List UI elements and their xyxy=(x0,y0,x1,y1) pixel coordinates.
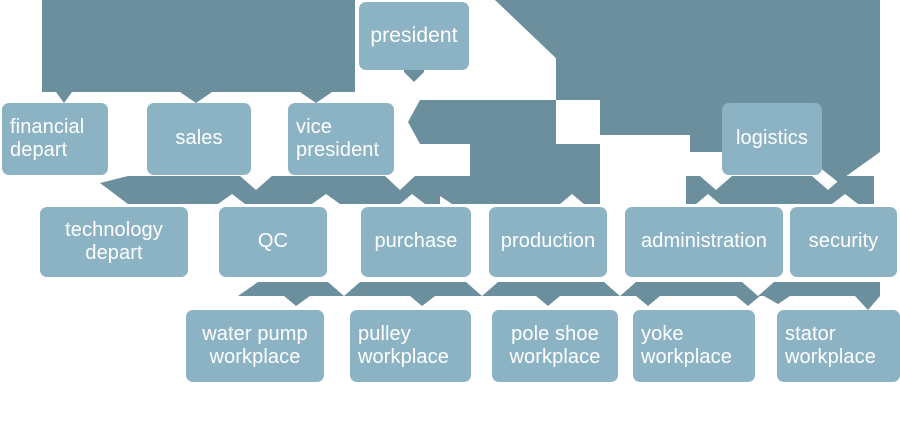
connector-band-top-right xyxy=(494,0,700,62)
connector-band-bottom xyxy=(238,282,880,310)
connector-vicepresident-to-level3 xyxy=(100,144,600,204)
node-president[interactable]: president xyxy=(359,2,469,70)
connector-stem-vp-right xyxy=(470,144,600,204)
node-vice-president[interactable]: vice president xyxy=(288,103,394,175)
node-yoke-workplace[interactable]: yoke workplace xyxy=(633,310,755,382)
connector-band-mid-left xyxy=(110,176,470,204)
node-production[interactable]: production xyxy=(489,207,607,277)
node-purchase[interactable]: purchase xyxy=(361,207,471,277)
connector-arrow-technology xyxy=(100,176,128,204)
node-security[interactable]: security xyxy=(790,207,897,277)
node-pole-shoe-workplace[interactable]: pole shoe workplace xyxy=(492,310,618,382)
connector-band-top xyxy=(42,0,355,103)
node-logistics[interactable]: logistics xyxy=(722,103,822,175)
node-financial-depart[interactable]: financial depart xyxy=(2,103,108,175)
node-sales[interactable]: sales xyxy=(147,103,251,175)
connector-logistics-to-level3 xyxy=(686,176,874,204)
node-administration[interactable]: administration xyxy=(625,207,783,277)
node-pulley-workplace[interactable]: pulley workplace xyxy=(350,310,471,382)
node-qc[interactable]: QC xyxy=(219,207,327,277)
node-stator-workplace[interactable]: stator workplace xyxy=(777,310,900,382)
node-water-pump-workplace[interactable]: water pump workplace xyxy=(186,310,324,382)
connector-band-mid-right xyxy=(686,176,874,204)
node-technology-depart[interactable]: technology depart xyxy=(40,207,188,277)
connector-production-to-level4 xyxy=(238,282,880,310)
